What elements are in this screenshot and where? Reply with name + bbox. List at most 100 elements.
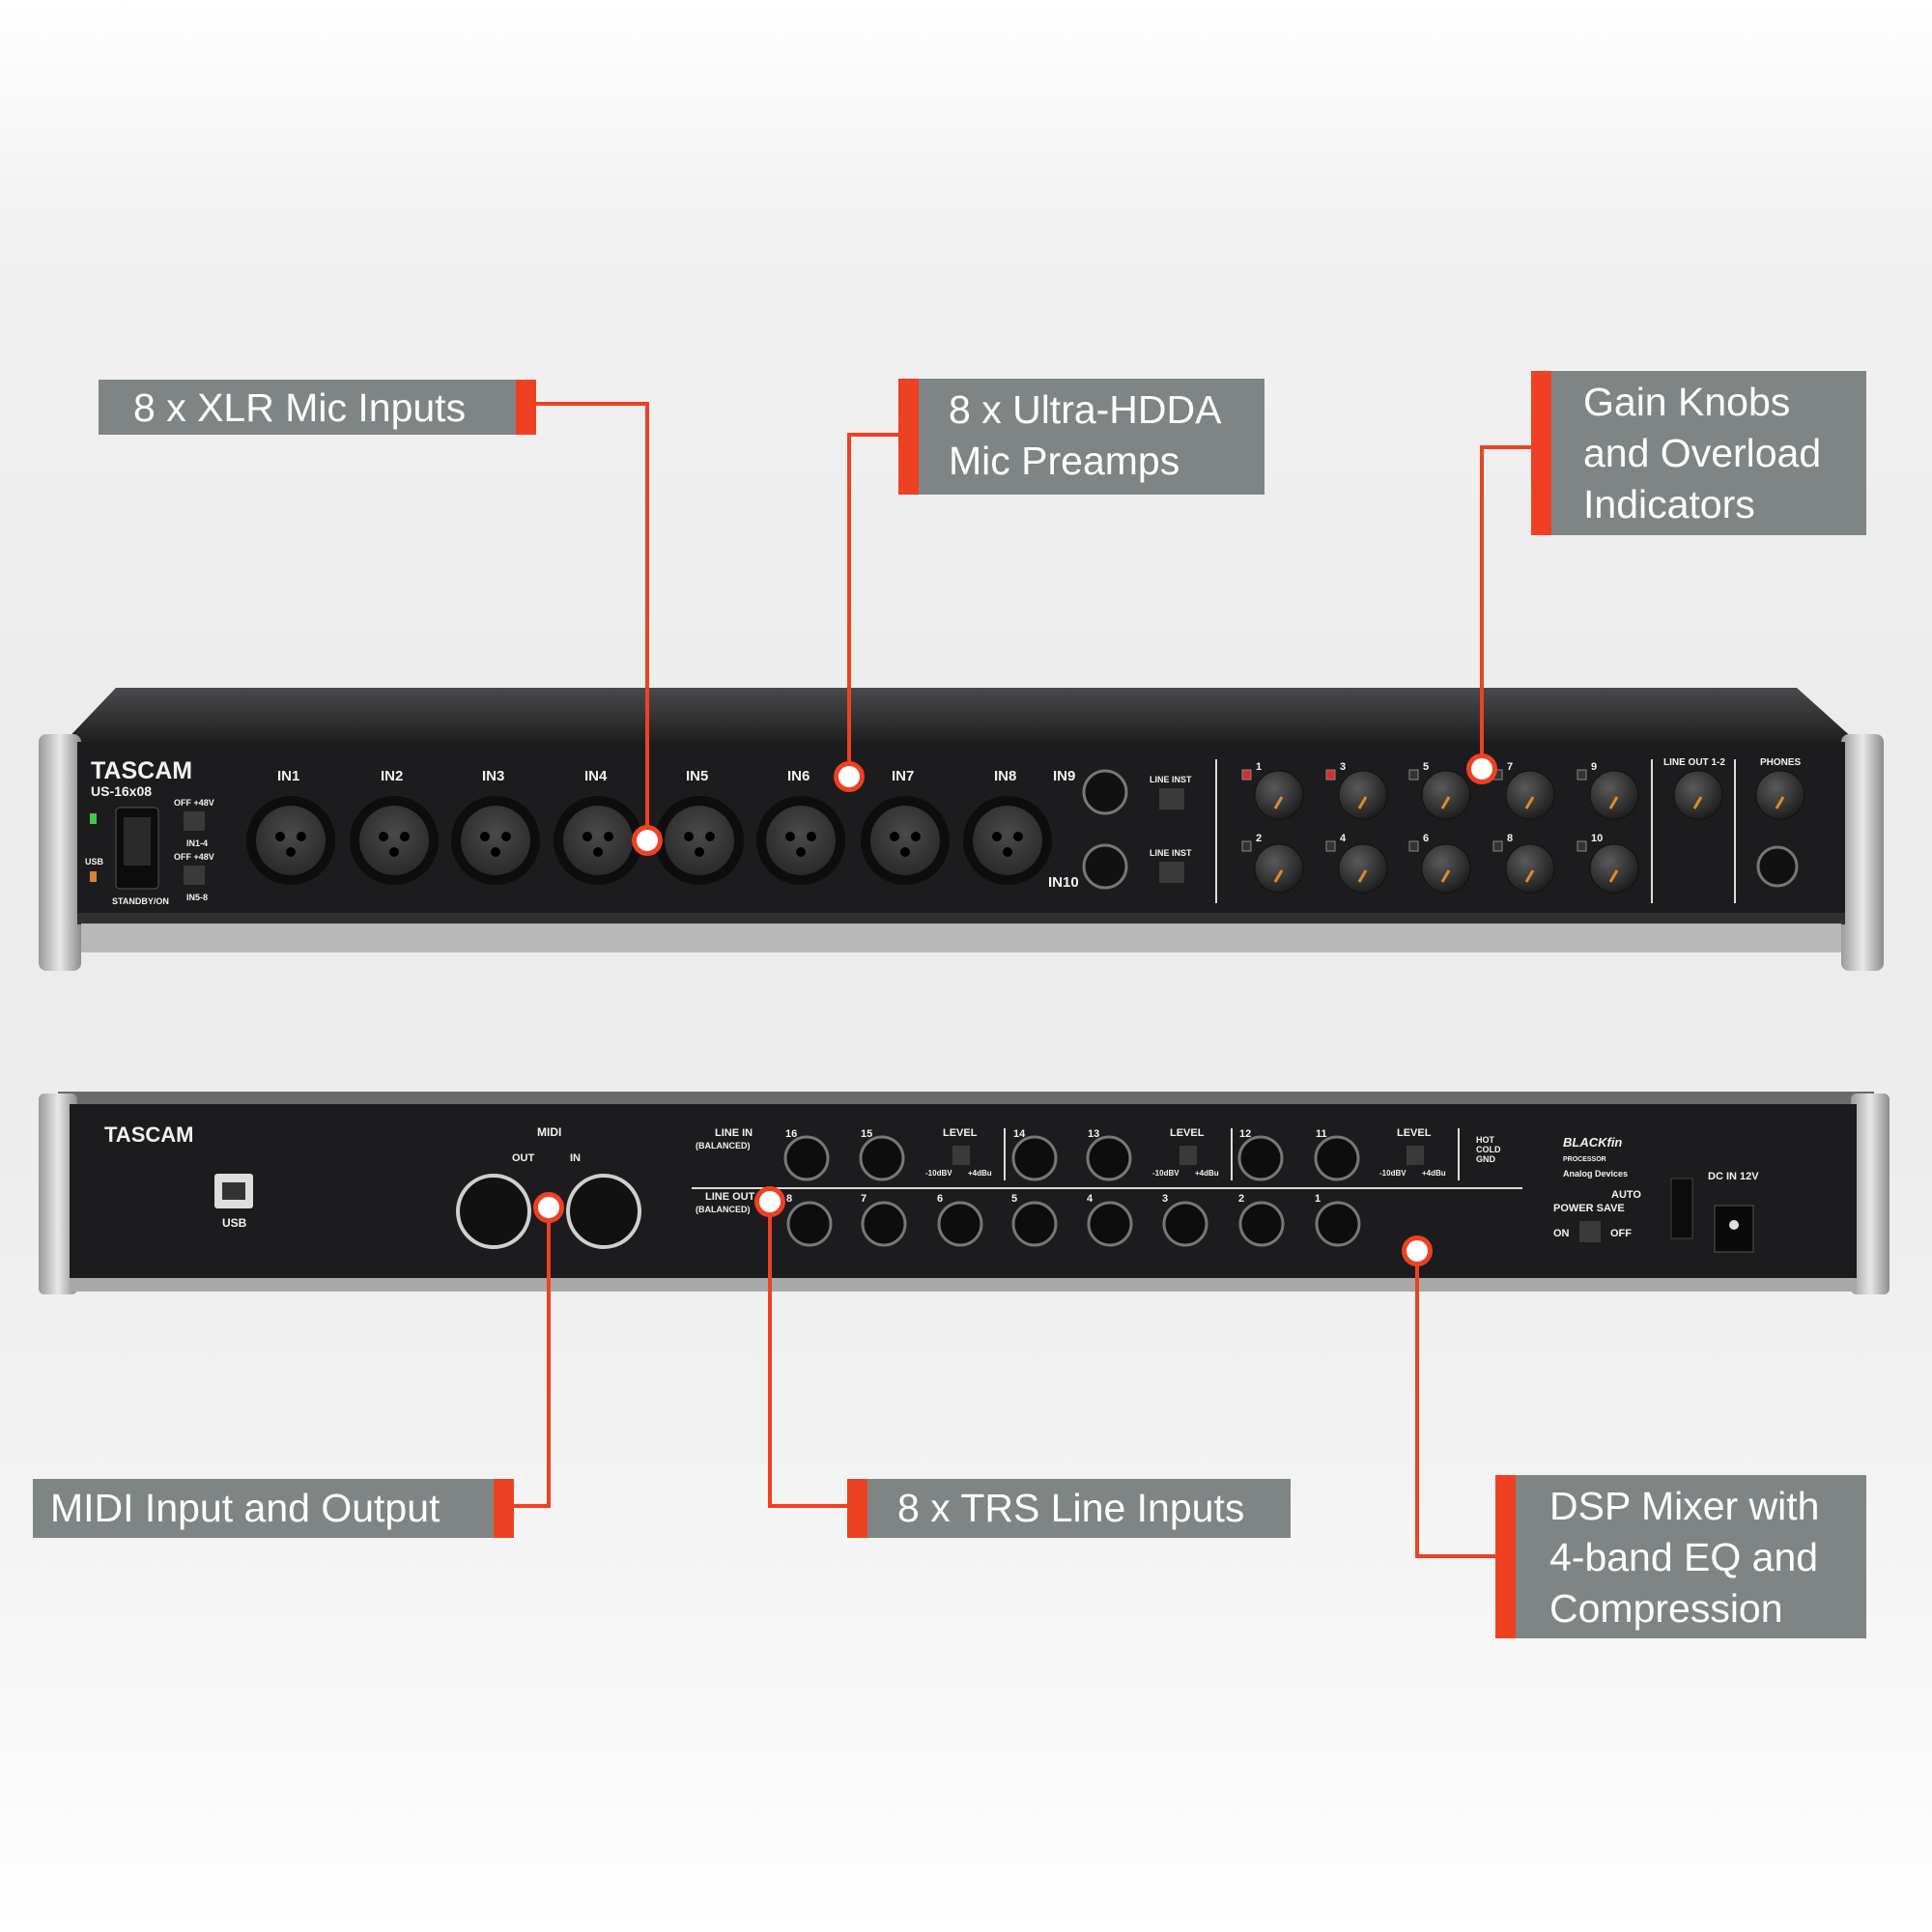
callout-text: 8 x XLR Mic Inputs [133,385,467,430]
callout-text: Gain Knobs and Overload Indicators [1583,380,1822,526]
overload-indicator [1577,769,1587,781]
gain-number: 6 [1423,833,1429,844]
trs-line-out-jack[interactable] [1162,1201,1208,1247]
overload-indicator [1325,840,1336,852]
trs-line-in-jack[interactable] [783,1135,830,1181]
callout-dsp: DSP Mixer with 4-band EQ and Compression [1495,1475,1866,1638]
level-switch[interactable] [952,1146,970,1165]
line-out-knob[interactable] [1673,770,1723,820]
gnd-label: GND [1476,1154,1496,1164]
overload-indicator [1492,840,1503,852]
trs-line-out-jack[interactable] [1315,1201,1361,1247]
processor-label: PROCESSOR [1563,1156,1606,1163]
input-label: IN7 [892,768,914,784]
line-inst-switch-in10[interactable] [1159,862,1184,883]
line-in-number: 12 [1239,1128,1251,1140]
callout-dot-trs [754,1186,785,1217]
callout-dot-dsp [1402,1236,1433,1266]
input-label: IN8 [994,768,1016,784]
gain-knob[interactable] [1254,770,1304,820]
level-low-label: -10dBV [925,1169,952,1178]
input-label: IN3 [482,768,504,784]
gain-knob[interactable] [1589,843,1639,894]
gain-number: 3 [1340,761,1346,773]
gain-knob[interactable] [1505,843,1555,894]
line-out-number: 5 [1011,1193,1017,1205]
level-label: LEVEL [1170,1127,1205,1139]
line-out-number: 2 [1238,1193,1244,1205]
input-label: IN1 [277,768,299,784]
phones-knob[interactable] [1755,770,1805,820]
auto-power-save-switch[interactable] [1579,1221,1601,1242]
power-label: STANDBY/ON [112,896,169,906]
hot-label: HOT [1476,1135,1495,1145]
phantom-1-4-label: OFF +48V [174,798,214,808]
trs-line-in-jack[interactable] [1086,1135,1132,1181]
callout-preamps: 8 x Ultra-HDDA Mic Preamps [898,379,1264,495]
trs-line-out-jack[interactable] [861,1201,907,1247]
line-inst-switch-in9[interactable] [1159,788,1184,810]
gain-number: 10 [1591,833,1603,844]
level-switch[interactable] [1406,1146,1424,1165]
gain-knob[interactable] [1421,770,1471,820]
level-high-label: +4dBu [968,1169,992,1178]
phones-jack[interactable] [1756,845,1799,888]
midi-out-port[interactable] [456,1174,531,1249]
in10-label: IN10 [1048,874,1079,891]
phantom-group-label: IN1-4 [186,838,208,848]
gain-knob[interactable] [1338,843,1388,894]
usb-label: USB [222,1216,247,1230]
overload-indicator [1241,840,1252,852]
trs-line-out-jack[interactable] [786,1201,833,1247]
overload-indicator [1241,769,1252,781]
power-switch-rear[interactable] [1670,1178,1693,1239]
trs-line-in-jack[interactable] [1011,1135,1058,1181]
gain-number: 7 [1507,761,1513,773]
gain-knob[interactable] [1589,770,1639,820]
callout-text: MIDI Input and Output [50,1486,440,1530]
gain-knob[interactable] [1254,843,1304,894]
level-low-label: -10dBV [1379,1169,1406,1178]
trs-line-in-jack[interactable] [1237,1135,1284,1181]
line-in-label: LINE IN [715,1127,753,1139]
trs-line-in-jack[interactable] [859,1135,905,1181]
line-out-number: 7 [861,1193,867,1205]
callout-xlr-inputs: 8 x XLR Mic Inputs [99,380,536,435]
callout-gain-knobs: Gain Knobs and Overload Indicators [1531,371,1866,535]
phantom-switch-5-8[interactable] [184,866,205,885]
phantom-switch-1-4[interactable] [184,811,205,831]
input-label: IN6 [787,768,810,784]
callout-trs: 8 x TRS Line Inputs [847,1479,1291,1538]
phones-label: PHONES [1760,757,1802,768]
overload-indicator [1408,769,1419,781]
auto-label: AUTO [1611,1189,1641,1201]
usb-led [90,871,97,882]
midi-label: MIDI [537,1125,561,1139]
gain-knob[interactable] [1505,770,1555,820]
line-inst-label: LINE INST [1150,848,1192,858]
gain-number: 4 [1340,833,1347,844]
line-out-label: LINE OUT [705,1191,755,1203]
trs-line-out-jack[interactable] [937,1201,983,1247]
midi-in-port[interactable] [566,1174,641,1249]
rear-panel: TASCAM USB MIDI OUT IN LINE IN (BALANCED… [39,1092,1889,1294]
midi-in-label: IN [570,1152,581,1164]
in9-jack[interactable] [1082,769,1128,815]
callout-dot-gain [1466,753,1497,784]
in10-jack[interactable] [1082,843,1128,890]
callout-text: DSP Mixer with 4-band EQ and Compression [1549,1484,1820,1631]
phantom-5-8-label: OFF +48V [174,852,214,862]
trs-line-out-jack[interactable] [1087,1201,1133,1247]
overload-indicator [1577,840,1587,852]
input-label: IN5 [686,768,708,784]
gain-knob[interactable] [1421,843,1471,894]
level-switch[interactable] [1179,1146,1197,1165]
power-led [90,813,97,824]
gain-knob[interactable] [1338,770,1388,820]
line-in-number: 16 [785,1128,797,1140]
line-in-number: 15 [861,1128,872,1140]
trs-line-in-jack[interactable] [1314,1135,1360,1181]
trs-line-out-jack[interactable] [1011,1201,1058,1247]
trs-line-out-jack[interactable] [1238,1201,1285,1247]
callout-midi: MIDI Input and Output [33,1479,514,1538]
